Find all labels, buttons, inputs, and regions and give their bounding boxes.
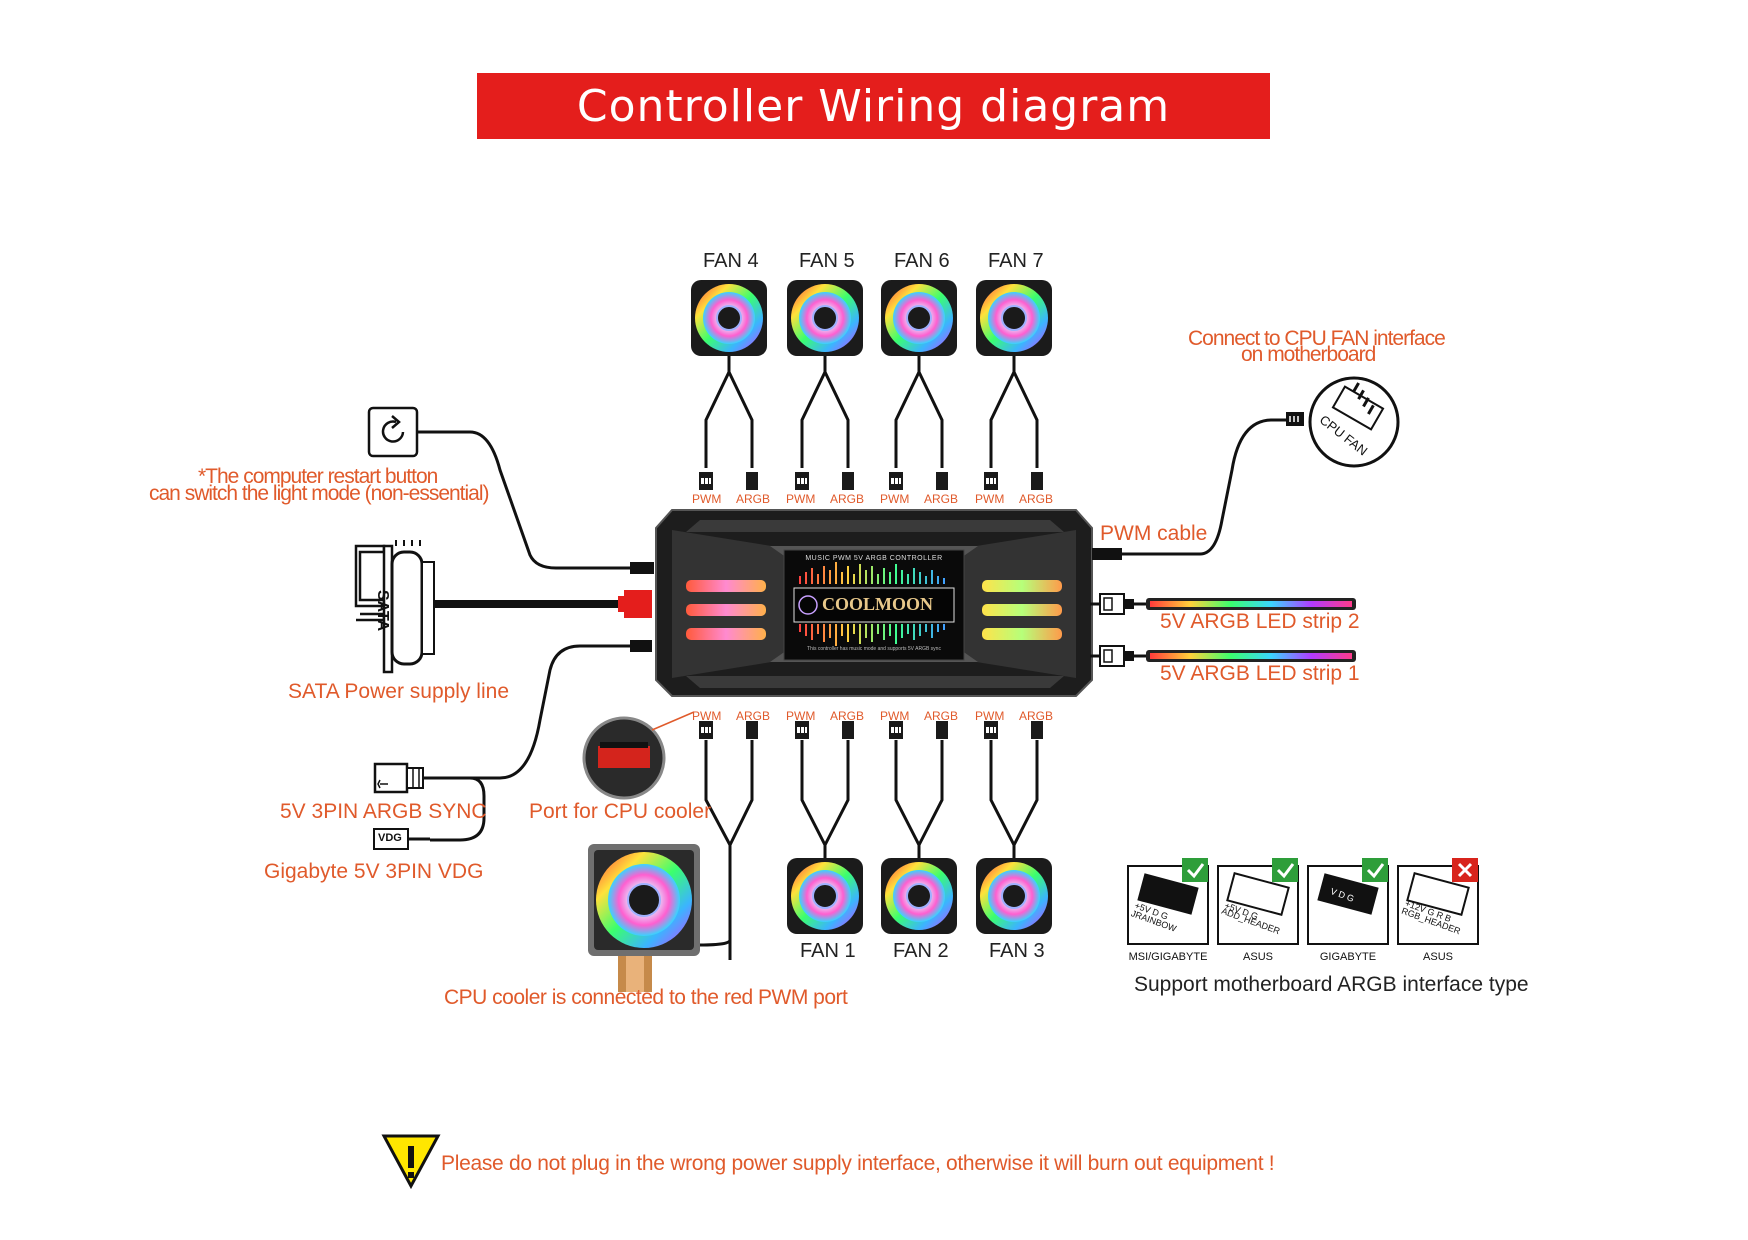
warning-icon — [381, 1134, 441, 1190]
argb-sync-label: 5V 3PIN ARGB SYNC — [280, 800, 487, 823]
argb-sync-connector-icon — [373, 762, 424, 794]
cpu-fan-note-line2: on motherboard — [1241, 343, 1376, 366]
mb-name-2: ASUS — [1243, 951, 1273, 963]
led-strip-2-label: 5V ARGB LED strip 2 — [1160, 610, 1360, 633]
fan-label-2: FAN 2 — [893, 940, 949, 962]
mb-name-3: GIGABYTE — [1319, 951, 1377, 963]
port-label-pwm: PWM — [692, 709, 722, 723]
cpu-port-label: Port for CPU cooler — [529, 800, 712, 823]
pwm-cable-label: PWM cable — [1100, 522, 1208, 545]
sata-connector-text: SATA — [374, 590, 391, 632]
cpu-cooler-note: CPU cooler is connected to the red PWM p… — [444, 986, 848, 1009]
motherboard-header-icons — [1127, 858, 1479, 945]
fan-4 — [690, 279, 768, 357]
controller-header: MUSIC PWM 5V ARGB CONTROLLER — [805, 555, 943, 562]
port-label-argb: ARGB — [924, 492, 959, 506]
fan-label-3: FAN 3 — [989, 940, 1045, 962]
vdg-label: Gigabyte 5V 3PIN VDG — [264, 860, 484, 883]
fan-label-5: FAN 5 — [799, 250, 855, 272]
port-label-argb: ARGB — [736, 709, 771, 723]
port-label-pwm: PWM — [975, 709, 1005, 723]
fan-2 — [880, 857, 958, 935]
fan-label-7: FAN 7 — [988, 250, 1044, 272]
fan-label-1: FAN 1 — [800, 940, 856, 962]
led-strip-1 — [1099, 645, 1356, 667]
sata-connector-icon — [354, 540, 435, 674]
fan-6 — [880, 279, 958, 357]
port-label-argb: ARGB — [736, 492, 771, 506]
led-strip-1-label: 5V ARGB LED strip 1 — [1160, 662, 1360, 685]
port-label-argb: ARGB — [1019, 492, 1054, 506]
fan-5 — [786, 279, 864, 357]
fan-1 — [786, 857, 864, 935]
cpu-cooler — [588, 844, 700, 992]
cpu-fan-header-icon — [1308, 376, 1400, 468]
page-title: Controller Wiring diagram — [576, 80, 1171, 132]
fan-3 — [975, 857, 1053, 935]
mb-name-1: MSI/GIGABYTE — [1128, 951, 1208, 963]
port-label-pwm: PWM — [786, 492, 816, 506]
bottom-fan-cables — [704, 740, 1039, 960]
port-label-pwm: PWM — [786, 709, 816, 723]
mb-name-4: ASUS — [1423, 951, 1453, 963]
top-fan-cables — [704, 356, 1039, 468]
sata-label: SATA Power supply line — [288, 680, 509, 703]
restart-note-line1: *The computer restart button — [198, 465, 438, 488]
motherboard-support-label: Support motherboard ARGB interface type — [1134, 973, 1529, 996]
led-strip-2 — [1099, 593, 1356, 615]
fan-label-6: FAN 6 — [894, 250, 950, 272]
restart-note-line2: can switch the light mode (non-essential… — [149, 482, 490, 505]
controller-brand: COOLMOON — [822, 594, 933, 614]
warning-text: Please do not plug in the wrong power su… — [441, 1152, 1275, 1175]
port-label-argb: ARGB — [1019, 709, 1054, 723]
controller-footer: This controller has music mode and suppo… — [807, 646, 941, 652]
port-label-pwm: PWM — [880, 709, 910, 723]
port-label-argb: ARGB — [830, 492, 865, 506]
cpu-fan-note-line1: Connect to CPU FAN interface — [1188, 327, 1446, 350]
restart-button-icon — [367, 406, 419, 458]
title-banner: Controller Wiring diagram — [477, 73, 1270, 139]
port-label-argb: ARGB — [830, 709, 865, 723]
port-label-argb: ARGB — [924, 709, 959, 723]
cpu-port-zoom — [582, 711, 695, 800]
port-label-pwm: PWM — [692, 492, 722, 506]
fan-7 — [975, 279, 1053, 357]
port-label-pwm: PWM — [975, 492, 1005, 506]
controller-hub — [655, 509, 1093, 697]
vdg-tag: VDG — [378, 832, 402, 844]
port-label-pwm: PWM — [880, 492, 910, 506]
fan-label-4: FAN 4 — [703, 250, 759, 272]
